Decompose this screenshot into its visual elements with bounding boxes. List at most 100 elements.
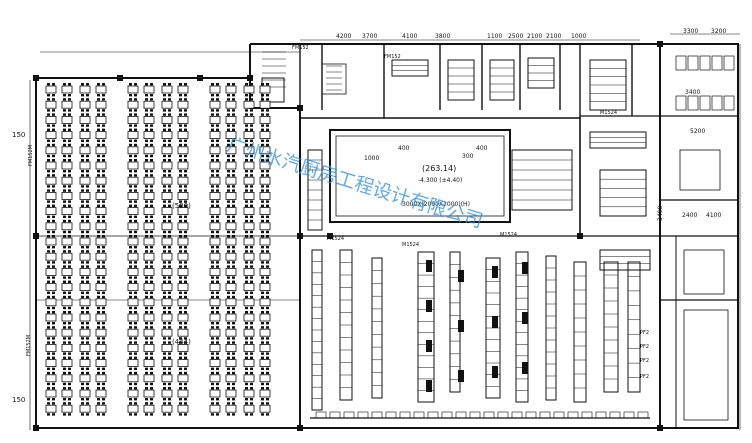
- chair: [163, 200, 166, 203]
- dining-table: [243, 176, 255, 185]
- sink-unit: [483, 411, 495, 419]
- chair: [150, 83, 153, 86]
- chair: [86, 261, 89, 264]
- chair: [102, 124, 105, 127]
- chair: [250, 159, 253, 162]
- dining-table: [61, 404, 73, 413]
- chair: [86, 139, 89, 142]
- center-room-notes: (263.14) -4.300 (±4.40) 3000X(2000X2000)…: [364, 145, 488, 208]
- dining-table: [95, 283, 107, 292]
- chair: [63, 124, 66, 127]
- dining-table: [259, 298, 271, 307]
- dining-table: [177, 161, 189, 170]
- chair: [261, 367, 264, 370]
- chair: [81, 371, 84, 375]
- chair: [52, 261, 55, 264]
- chair: [232, 356, 235, 359]
- dining-table: [243, 298, 255, 307]
- chair: [81, 276, 84, 279]
- chair: [52, 83, 55, 86]
- chair: [184, 413, 187, 416]
- chair: [63, 276, 66, 279]
- chair: [245, 367, 248, 370]
- chair: [168, 170, 171, 173]
- chair: [179, 170, 182, 173]
- chair: [216, 246, 219, 249]
- chair: [232, 367, 235, 370]
- chair: [134, 200, 137, 203]
- dining-table: [79, 343, 91, 352]
- chair: [250, 219, 253, 223]
- chair: [250, 337, 253, 340]
- chair: [261, 322, 264, 325]
- chair: [261, 280, 264, 283]
- chair: [245, 306, 248, 310]
- dining-table: [79, 298, 91, 307]
- dining-table: [161, 191, 173, 200]
- chair: [81, 261, 84, 264]
- chair: [266, 306, 269, 310]
- dining-table: [95, 328, 107, 337]
- chair: [81, 280, 84, 283]
- chair: [227, 280, 230, 283]
- chair: [86, 200, 89, 203]
- chair: [81, 98, 84, 101]
- chair: [211, 326, 214, 329]
- dining-table: [61, 389, 73, 398]
- sink-unit: [623, 411, 635, 419]
- chair: [168, 382, 171, 386]
- chair: [145, 356, 148, 359]
- chair: [184, 371, 187, 375]
- chair: [184, 402, 187, 405]
- chair: [163, 174, 166, 177]
- chair: [102, 94, 105, 97]
- chair: [179, 94, 182, 97]
- chair: [129, 235, 132, 238]
- dining-table: [127, 404, 139, 413]
- chair: [134, 322, 137, 325]
- chair: [250, 143, 253, 147]
- chair: [168, 113, 171, 116]
- chair: [266, 143, 269, 147]
- chair: [163, 276, 166, 279]
- chair: [245, 295, 248, 299]
- chair: [63, 261, 66, 264]
- chair: [47, 280, 50, 283]
- dining-table: [225, 267, 237, 276]
- chair: [232, 189, 235, 192]
- chair: [227, 352, 230, 355]
- dim-right-4: 2400: [682, 212, 697, 219]
- dining-table: [143, 191, 155, 200]
- chair: [150, 356, 153, 359]
- chair: [227, 265, 230, 268]
- dining-table: [243, 131, 255, 140]
- chair: [81, 265, 84, 268]
- dining-table: [95, 359, 107, 368]
- chair: [134, 185, 137, 188]
- chair: [47, 113, 50, 116]
- chair: [211, 261, 214, 264]
- chair: [168, 246, 171, 249]
- chair: [184, 189, 187, 192]
- chair: [145, 200, 148, 203]
- chair: [168, 356, 171, 359]
- column: [117, 75, 123, 81]
- chair: [179, 291, 182, 294]
- chair: [63, 291, 66, 294]
- center-dim-1: 400: [398, 145, 410, 152]
- column: [297, 233, 303, 239]
- chair: [129, 276, 132, 279]
- chair: [216, 219, 219, 223]
- chair: [232, 413, 235, 416]
- chair: [179, 246, 182, 249]
- chair: [63, 356, 66, 359]
- chair: [68, 341, 71, 344]
- chair: [266, 219, 269, 223]
- chair: [86, 311, 89, 314]
- chair: [86, 159, 89, 162]
- chair: [168, 306, 171, 310]
- chair: [150, 174, 153, 177]
- dim-top-1: 4200: [336, 33, 351, 40]
- chair: [47, 124, 50, 127]
